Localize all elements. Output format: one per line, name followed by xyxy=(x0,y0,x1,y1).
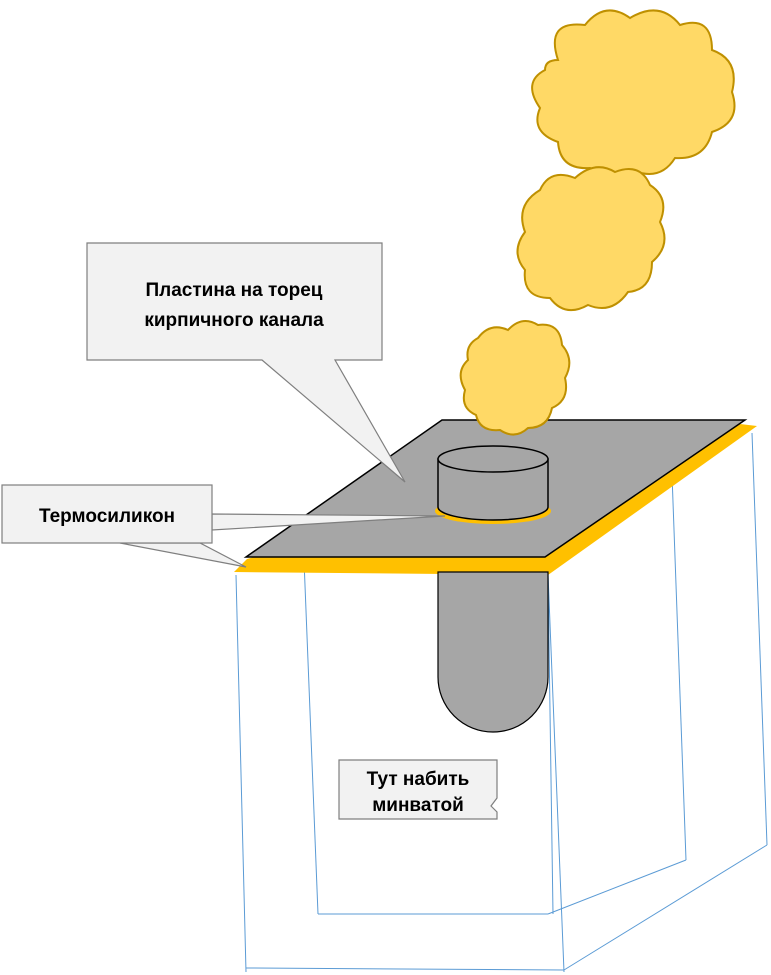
callout-sealant: Термосиликон xyxy=(1,484,446,568)
callout-sealant-text: Термосиликон xyxy=(39,506,175,527)
smoke-puff-icon xyxy=(516,166,666,312)
callout-wool-line2: минватой xyxy=(372,795,464,816)
brick-edge-left xyxy=(235,574,247,973)
inner-bottom-right xyxy=(547,859,687,915)
callout-plate: Пластина на торец кирпичного канала xyxy=(86,242,406,483)
brick-bottom-front xyxy=(245,967,565,971)
callout-plate-shape xyxy=(86,242,406,483)
inner-edge-front xyxy=(547,574,554,915)
brick-edge-right xyxy=(751,432,768,846)
callout-sealant-box xyxy=(1,484,213,544)
smoke-puff-icon xyxy=(459,320,571,436)
callout-wool-box xyxy=(338,759,498,820)
callout-wool: Тут набить минватой xyxy=(338,759,498,820)
inner-edge-left xyxy=(303,559,319,915)
pipe-stub xyxy=(437,458,549,521)
smoke-puff-icon xyxy=(531,9,736,180)
callout-wool-line1: Тут набить xyxy=(367,769,470,790)
chimney-pipe-icon xyxy=(437,571,549,733)
callout-sealant-pointer-plate xyxy=(119,542,247,568)
pipe-stub-top xyxy=(437,445,549,473)
callout-plate-line2: кирпичного канала xyxy=(144,310,324,331)
brick-edge-front xyxy=(547,573,565,973)
brick-channel xyxy=(235,432,768,973)
inner-edge-right xyxy=(670,446,687,861)
brick-bottom-right xyxy=(563,844,768,971)
smoke xyxy=(459,9,736,436)
callout-plate-line1: Пластина на торец xyxy=(145,280,322,301)
